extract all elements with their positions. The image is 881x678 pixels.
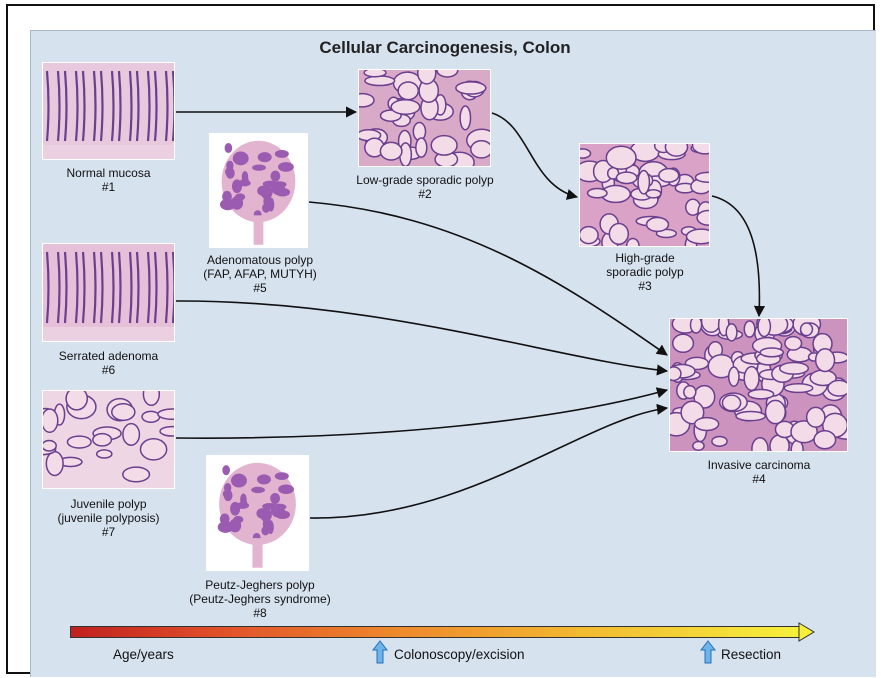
age-years-label: Age/years [113, 647, 174, 662]
colonoscopy-excision-label: Colonoscopy/excision [394, 647, 525, 662]
up-arrow-icon [700, 640, 716, 664]
arrow-6-to-4 [176, 301, 667, 371]
up-arrow-icon [372, 640, 388, 664]
timeline-arrowhead [798, 622, 816, 642]
age-timeline-bar [70, 626, 802, 638]
arrow-5-to-4 [309, 202, 667, 355]
arrow-3-to-4 [712, 196, 759, 316]
resection-label: Resection [721, 647, 781, 662]
arrow-2-to-3 [492, 113, 577, 197]
arrow-7-to-4 [176, 390, 667, 438]
arrow-8-to-4 [310, 408, 667, 518]
